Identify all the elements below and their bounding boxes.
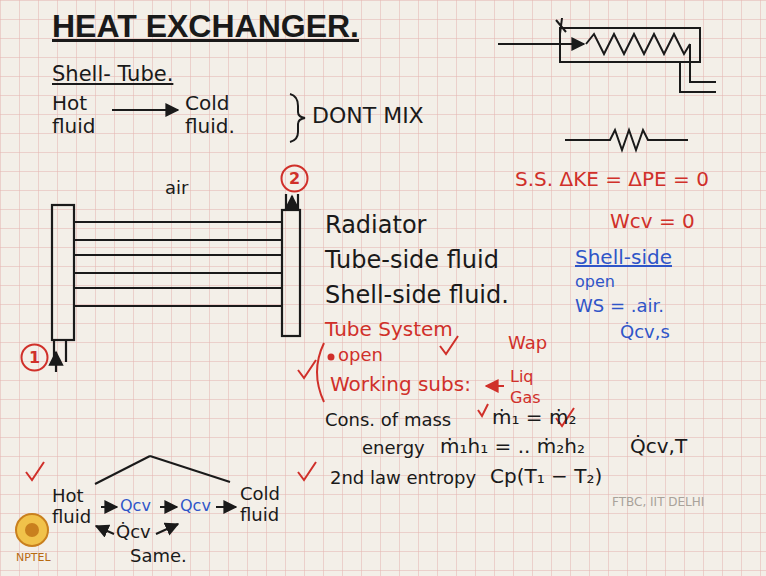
- flow-arrow: [160, 506, 177, 508]
- brace: [290, 94, 305, 142]
- flow-arrow: [156, 524, 178, 534]
- note-text: Wcv = 0: [610, 210, 695, 233]
- note-text: air: [165, 178, 188, 199]
- note-text: Shell-side fluid.: [325, 282, 509, 310]
- check-mark: [478, 404, 488, 416]
- note-text: Working subs:: [330, 373, 471, 396]
- subtitle: Shell- Tube.: [52, 62, 173, 86]
- check-mark: [298, 462, 316, 480]
- note-text: Wap: [508, 333, 547, 354]
- note-text: Q̇cv,T: [630, 435, 687, 458]
- note-text: 2nd law entropy: [330, 468, 476, 489]
- logo-core: [25, 523, 39, 537]
- outlet-pipe: [680, 62, 716, 92]
- note-text: Liq: [510, 368, 534, 386]
- note-text: Gas: [510, 389, 541, 407]
- logo-disc: [16, 514, 48, 546]
- tube-header: [282, 210, 300, 336]
- callout-number: 2: [280, 164, 309, 193]
- note-text: Shell-side: [575, 246, 672, 269]
- callout-circle: 2: [280, 164, 309, 193]
- flow-arrow: [216, 506, 236, 508]
- note-text: open: [338, 345, 383, 366]
- note-text: open: [575, 273, 615, 291]
- note-text: Same.: [130, 546, 187, 567]
- note-text: Hot fluid: [52, 486, 100, 527]
- note-text: DONT MIX: [312, 103, 424, 128]
- flow-arrow: [112, 109, 178, 111]
- note-text: Q̇cv,s: [620, 322, 670, 343]
- split-line: [95, 456, 150, 484]
- split-line: [150, 456, 230, 482]
- resistor-symbol: [565, 130, 688, 150]
- note-text: Hot fluid: [52, 92, 107, 138]
- note-text: Qcv: [180, 497, 211, 515]
- bullet-dot: [329, 355, 334, 360]
- inlet-arrow: [498, 43, 584, 45]
- hatch-mark: [556, 18, 566, 34]
- note-text: ṁ₁h₁ = .. ṁ₂h₂: [440, 435, 585, 458]
- check-mark: [26, 462, 44, 480]
- note-text: Q̇cv: [116, 522, 151, 543]
- watermark: FTBC, IIT DELHI: [612, 496, 704, 510]
- pointer-arrow: [486, 385, 504, 387]
- note-text: Cp(T₁ − T₂): [490, 465, 602, 488]
- outlet-pipe: [286, 194, 298, 210]
- flow-arrow: [55, 352, 57, 372]
- flow-arrow: [96, 526, 114, 534]
- note-text: Cons. of mass: [325, 410, 451, 431]
- tube: [74, 288, 282, 306]
- note-text: Qcv: [120, 497, 151, 515]
- note-text: Tube System: [325, 318, 453, 341]
- callout-number: 1: [20, 343, 49, 372]
- logo-text: NPTEL: [16, 552, 51, 565]
- page-title: HEAT EXCHANGER.: [52, 8, 359, 45]
- note-text: Cold fluid.: [185, 92, 255, 138]
- bracket: [317, 343, 324, 402]
- callout-circle: 1: [20, 343, 49, 372]
- coil-symbol: [586, 34, 690, 54]
- outlet-pipe: [690, 44, 716, 82]
- tube: [74, 222, 282, 240]
- note-text: Radiator: [325, 212, 426, 240]
- check-mark: [298, 360, 316, 378]
- flow-arrow: [291, 196, 293, 205]
- note-text: Cold fluid: [240, 484, 295, 525]
- note-text: S.S. ΔKE = ΔPE = 0: [515, 168, 709, 191]
- note-text: ṁ₁ = ṁ₂: [492, 406, 576, 429]
- note-text: WS = .air.: [575, 296, 664, 317]
- note-text: energy: [362, 438, 425, 459]
- tube-header: [52, 205, 74, 340]
- flow-arrow: [101, 506, 117, 508]
- note-text: Tube-side fluid: [325, 247, 499, 275]
- tube: [74, 255, 282, 273]
